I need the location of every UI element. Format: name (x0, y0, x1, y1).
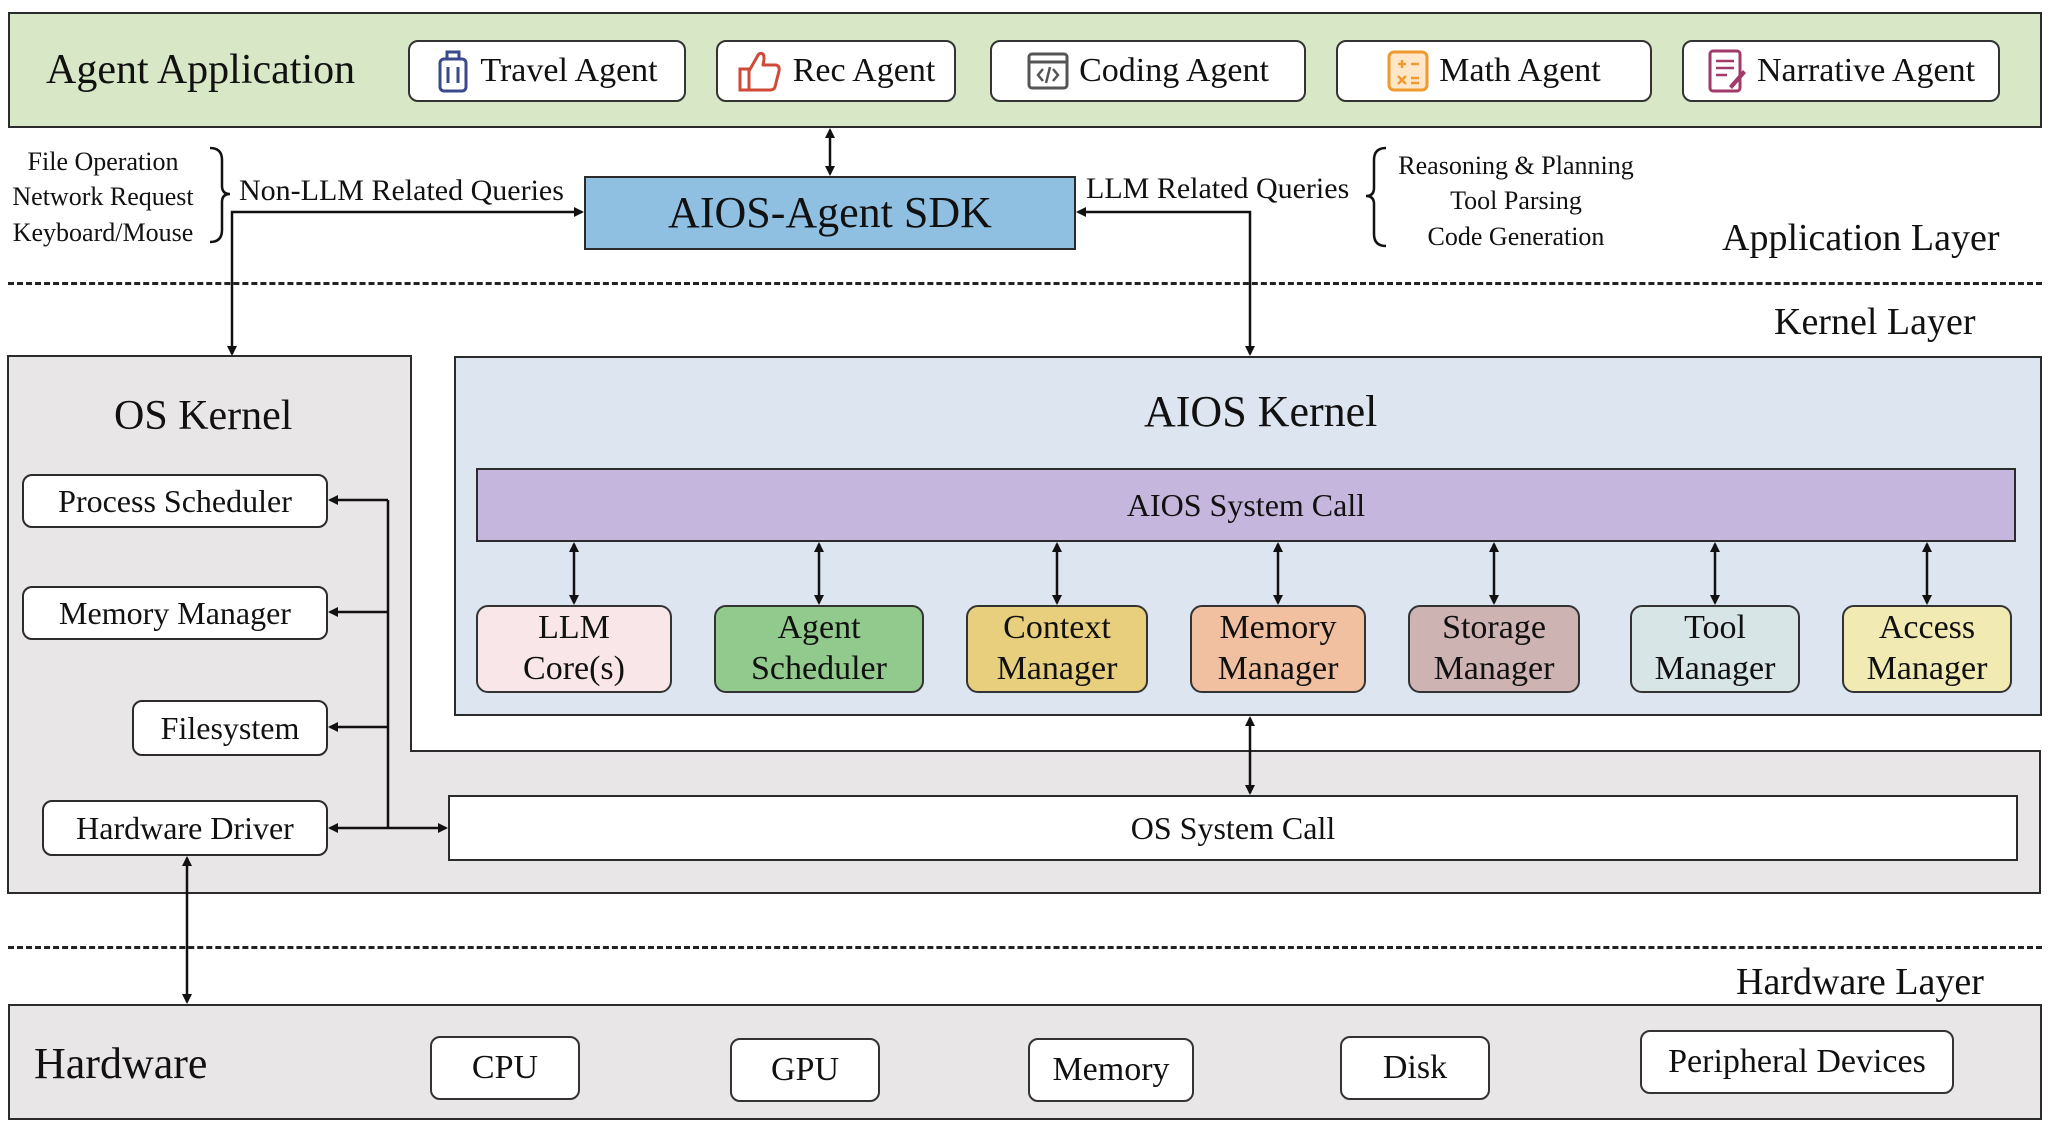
gpu-label: GPU (770, 1051, 840, 1088)
peripheral-devices-box[interactable]: Peripheral Devices (1640, 1030, 1954, 1094)
document-pen-icon (1708, 49, 1746, 93)
module-line2: Scheduler (751, 650, 887, 687)
module-line2: Manager (996, 650, 1118, 687)
narrative-agent-label: Narrative Agent (1756, 52, 1976, 89)
context-manager-module[interactable]: Context Manager (966, 605, 1148, 693)
disk-label: Disk (1382, 1049, 1448, 1086)
filesystem-label: Filesystem (160, 709, 300, 746)
module-line2: Manager (1217, 650, 1339, 687)
coding-agent-label: Coding Agent (1079, 52, 1269, 89)
os-kernel-title: OS Kernel (114, 393, 293, 439)
agent-application-title: Agent Application (46, 47, 356, 93)
math-agent-box[interactable]: Math Agent (1336, 40, 1652, 102)
travel-agent-box[interactable]: Travel Agent (408, 40, 686, 102)
memory-manager-aios-module[interactable]: Memory Manager (1190, 605, 1366, 693)
luggage-icon (438, 50, 468, 93)
module-line1: Tool (1684, 609, 1746, 647)
non-llm-items: File Operation Network Request Keyboard/… (2, 144, 204, 250)
llm-cores-module[interactable]: LLM Core(s) (476, 605, 672, 693)
process-scheduler-label: Process Scheduler (58, 482, 292, 519)
llm-item: Code Generation (1427, 221, 1605, 251)
module-line2: Manager (1654, 650, 1776, 687)
aios-kernel-title: AIOS Kernel (1144, 387, 1378, 436)
non-llm-queries-label: Non-LLM Related Queries (239, 174, 564, 207)
memory-hw-label: Memory (1052, 1051, 1170, 1088)
aios-system-call-bar[interactable]: AIOS System Call (476, 468, 2016, 542)
kernel-layer-label: Kernel Layer (1774, 301, 1976, 343)
kernel-hardware-divider (8, 946, 2042, 949)
memory-manager-os-box[interactable]: Memory Manager (22, 586, 328, 640)
gpu-box[interactable]: GPU (730, 1038, 880, 1102)
module-line2: Core(s) (523, 650, 625, 687)
coding-agent-box[interactable]: Coding Agent (990, 40, 1306, 102)
llm-item: Reasoning & Planning (1398, 151, 1634, 180)
code-window-icon (1027, 52, 1069, 90)
filesystem-box[interactable]: Filesystem (132, 700, 328, 756)
cpu-label: CPU (471, 1049, 539, 1086)
disk-box[interactable]: Disk (1340, 1036, 1490, 1100)
llm-queries-label: LLM Related Queries (1086, 172, 1350, 205)
hardware-driver-label: Hardware Driver (76, 809, 294, 846)
module-line2: Manager (1866, 650, 1988, 687)
non-llm-item: Keyboard/Mouse (12, 217, 194, 247)
rec-agent-box[interactable]: Rec Agent (716, 40, 956, 102)
os-system-call-bar[interactable]: OS System Call (448, 795, 2018, 861)
aios-system-call-label: AIOS System Call (1126, 486, 1366, 523)
memory-manager-os-label: Memory Manager (59, 594, 291, 631)
aios-agent-sdk-label: AIOS-Agent SDK (668, 187, 992, 237)
application-layer-label: Application Layer (1722, 217, 2000, 259)
os-system-call-label: OS System Call (1130, 809, 1336, 846)
non-llm-item: Network Request (12, 182, 194, 212)
peripheral-devices-label: Peripheral Devices (1668, 1043, 1926, 1080)
module-line1: LLM (538, 609, 610, 647)
cpu-box[interactable]: CPU (430, 1036, 580, 1100)
hardware-title: Hardware (34, 1039, 208, 1088)
llm-item: Tool Parsing (1450, 186, 1582, 216)
hardware-layer-label: Hardware Layer (1736, 961, 1984, 1003)
application-kernel-divider (8, 282, 2042, 285)
rec-agent-label: Rec Agent (792, 52, 936, 89)
calculator-icon (1387, 50, 1429, 92)
process-scheduler-box[interactable]: Process Scheduler (22, 474, 328, 528)
math-agent-label: Math Agent (1439, 52, 1601, 89)
module-line1: Storage (1442, 609, 1546, 647)
storage-manager-module[interactable]: Storage Manager (1408, 605, 1580, 693)
module-line1: Agent (777, 609, 861, 647)
agent-scheduler-module[interactable]: Agent Scheduler (714, 605, 924, 693)
narrative-agent-box[interactable]: Narrative Agent (1682, 40, 2000, 102)
module-line2: Manager (1433, 650, 1555, 687)
module-line1: Context (1003, 609, 1111, 647)
memory-hw-box[interactable]: Memory (1028, 1038, 1194, 1102)
non-llm-item: File Operation (27, 147, 179, 176)
travel-agent-label: Travel Agent (480, 52, 658, 89)
aios-agent-sdk-box[interactable]: AIOS-Agent SDK (584, 176, 1076, 250)
module-line1: Memory (1219, 609, 1337, 647)
hardware-driver-box[interactable]: Hardware Driver (42, 800, 328, 856)
access-manager-module[interactable]: Access Manager (1842, 605, 2012, 693)
module-line1: Access (1878, 609, 1976, 647)
llm-items: Reasoning & Planning Tool Parsing Code G… (1378, 148, 1654, 254)
thumbs-up-icon (738, 51, 781, 92)
tool-manager-module[interactable]: Tool Manager (1630, 605, 1800, 693)
